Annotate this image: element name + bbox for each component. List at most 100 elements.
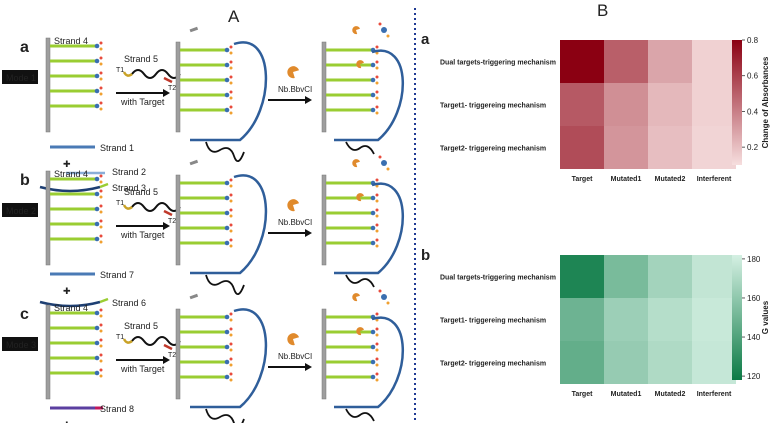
panel-label-right: B (597, 1, 608, 20)
marker-blue (370, 77, 376, 83)
marker-blue (224, 240, 230, 246)
t1-label: T1 (116, 200, 124, 207)
marker-red (229, 60, 233, 64)
colorbar-label: G values (761, 300, 770, 334)
released-marker (381, 27, 387, 33)
arrow-head (305, 229, 312, 237)
probe-strand (131, 202, 181, 212)
mode-letter: b (20, 172, 30, 189)
support-bar (175, 41, 181, 133)
probe-label: Strand 5 (124, 54, 158, 64)
panel-label-left: A (228, 7, 240, 26)
heatmap-row-label: Target1- triggereing mechanism (440, 103, 546, 110)
marker-orange (99, 210, 103, 214)
heatmap-cell (692, 255, 736, 298)
colorbar-tick-label: 140 (747, 333, 761, 342)
marker-red (99, 56, 103, 60)
marker-red (99, 323, 103, 327)
marker-red (99, 71, 103, 75)
marker-blue (370, 195, 376, 201)
marker-blue (370, 225, 376, 231)
marker-blue (370, 92, 376, 98)
colorbar-tick-label: 0.4 (747, 107, 759, 116)
marker-blue (94, 236, 100, 242)
marker-orange (229, 378, 233, 382)
heatmap-cell (560, 255, 604, 298)
marker-orange (99, 195, 103, 199)
marker-blue (94, 58, 100, 64)
marker-blue (94, 206, 100, 212)
enzyme-icon (356, 327, 364, 336)
marker-orange (99, 47, 103, 51)
loop-strand-final (334, 49, 405, 142)
marker-red (375, 60, 379, 64)
mode-badge: Mode 3 (6, 340, 36, 350)
mode-letter: c (20, 306, 29, 323)
colorbar-label: Change of Absorbances (761, 56, 770, 148)
heatmap-cell (560, 341, 604, 384)
marker-orange (229, 348, 233, 352)
marker-blue (94, 176, 100, 182)
marker-orange (229, 214, 233, 218)
marker-orange (229, 229, 233, 233)
arrow-head (163, 356, 170, 364)
tail-strand-label: Strand 6 (112, 298, 146, 308)
marker-orange (99, 180, 103, 184)
arrow-head (163, 89, 170, 97)
marker-red (375, 178, 379, 182)
released-marker (381, 160, 387, 166)
marker-orange (99, 359, 103, 363)
support-bar (45, 37, 51, 133)
arrow-head (163, 222, 170, 230)
marker-orange (99, 62, 103, 66)
marker-blue (224, 210, 230, 216)
support-bar (321, 41, 327, 133)
marker-red (229, 357, 233, 361)
marker-orange (99, 92, 103, 96)
colorbar (732, 40, 742, 165)
arrow-label: with Target (120, 97, 165, 107)
marker-orange (229, 318, 233, 322)
heatmap-cell (648, 298, 692, 341)
marker-orange (229, 51, 233, 55)
t1-label: T1 (116, 334, 124, 341)
t2-label: T2 (168, 218, 176, 225)
marker-orange (375, 96, 379, 100)
colorbar (732, 255, 742, 380)
marker-red (229, 372, 233, 376)
marker-red (99, 338, 103, 342)
arrow-label: with Target (120, 230, 165, 240)
enzyme-icon (352, 159, 360, 168)
marker-red (99, 219, 103, 223)
marker-red (375, 238, 379, 242)
marker-red (99, 308, 103, 312)
marker-blue (94, 340, 100, 346)
marker-red (99, 234, 103, 238)
probe-bound (205, 141, 245, 162)
marker-blue (370, 329, 376, 335)
t2-label: T2 (168, 352, 176, 359)
strand-label-top: Strand 4 (54, 169, 88, 179)
marker-blue (94, 43, 100, 49)
marker-red (375, 327, 379, 331)
marker-red (99, 353, 103, 357)
probe-strand (131, 69, 181, 79)
marker-blue (370, 107, 376, 113)
probe-label: Strand 5 (124, 187, 158, 197)
probe-strand (131, 336, 181, 346)
enzyme-icon (287, 333, 299, 346)
marker-red (375, 357, 379, 361)
heatmap-cell (560, 126, 604, 169)
marker-blue (94, 310, 100, 316)
marker-red (375, 90, 379, 94)
enzyme-label: Nb.BbvCI (278, 218, 312, 227)
released-marker (381, 294, 387, 300)
probe-end-t1 (122, 71, 133, 77)
marker-orange (375, 214, 379, 218)
marker-blue (94, 88, 100, 94)
probe-end-t1 (122, 204, 133, 210)
